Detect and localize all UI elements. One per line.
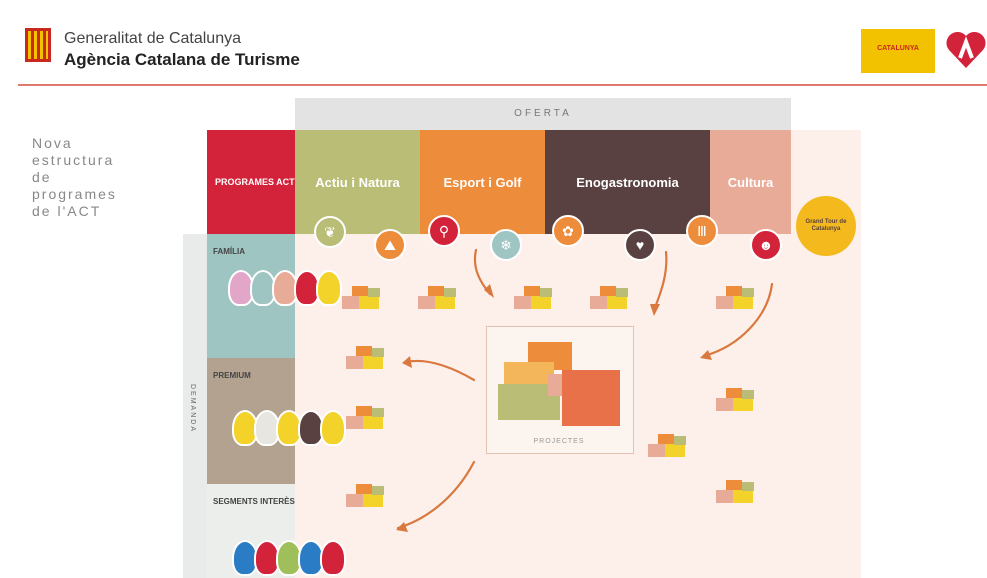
projectes-label: PROJECTES bbox=[533, 438, 585, 445]
agency-name: Agència Catalana de Turisme bbox=[64, 50, 300, 69]
generalitat-logo bbox=[25, 28, 51, 62]
arrow-to-segments bbox=[396, 460, 476, 530]
familia-people bbox=[228, 270, 342, 306]
column-actiu-natura: Actiu i Natura bbox=[295, 130, 420, 234]
food-icon: ✿ bbox=[552, 215, 584, 247]
arrow-eno-down bbox=[652, 250, 668, 312]
arrow-to-premium bbox=[404, 359, 476, 382]
premium-people bbox=[232, 410, 346, 446]
programes-act-cell: PROGRAMES ACT bbox=[207, 130, 295, 234]
bike-icon: ⚲ bbox=[428, 215, 460, 247]
demanda-header: DEMANDA bbox=[183, 234, 207, 578]
arrow-cultura-to-projects bbox=[702, 282, 774, 358]
climb-icon: ⛰ bbox=[374, 229, 406, 261]
act-heart-logo bbox=[946, 31, 986, 69]
column-icon: Ⅲ bbox=[686, 215, 718, 247]
wine-icon: ♥ bbox=[624, 229, 656, 261]
theatre-icon: ☻ bbox=[750, 229, 782, 261]
column-cultura: Cultura bbox=[710, 130, 791, 234]
leaf-icon: ❦ bbox=[314, 216, 346, 248]
org-name: Generalitat de Catalunya bbox=[64, 30, 241, 47]
snow-icon: ❄ bbox=[490, 229, 522, 261]
oferta-header: OFERTA bbox=[295, 98, 791, 130]
grand-tour-badge: Grand Tour de Catalunya bbox=[796, 196, 856, 256]
catalunya-brand-logo: CATALUNYA bbox=[861, 29, 935, 73]
header-divider bbox=[18, 84, 987, 86]
page-title: Nova estructura de programes de l'ACT bbox=[32, 135, 117, 219]
segments-people bbox=[232, 540, 346, 576]
projectes-stack bbox=[498, 342, 620, 426]
